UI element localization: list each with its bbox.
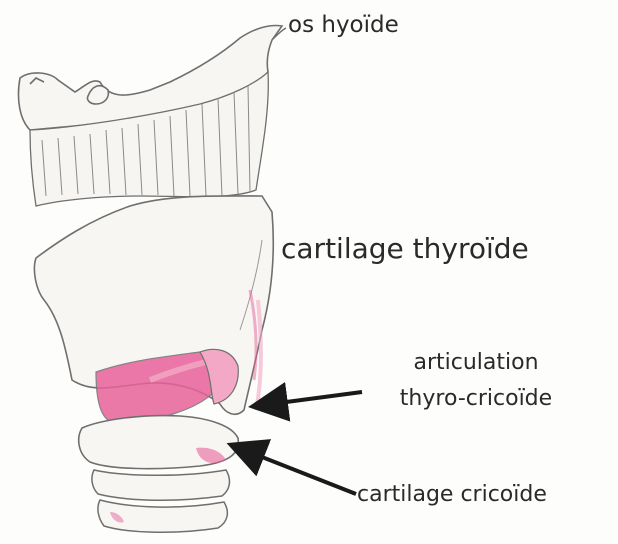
label-thyroid-cartilage: cartilage thyroïde <box>281 232 529 265</box>
tracheal-rings <box>92 470 230 532</box>
label-thyro-cricoid-articulation: articulation thyro-cricoïde <box>356 345 596 417</box>
label-cricoid-cartilage: cartilage cricoïde <box>357 482 547 507</box>
articulation-arrow <box>256 392 362 406</box>
cricoid-arrow <box>234 446 356 494</box>
label-hyoid-bone: os hyoïde <box>288 12 399 38</box>
cricoid-cartilage <box>79 416 239 469</box>
label-articulation-line1: articulation <box>356 345 596 381</box>
label-articulation-line2: thyro-cricoïde <box>356 381 596 417</box>
